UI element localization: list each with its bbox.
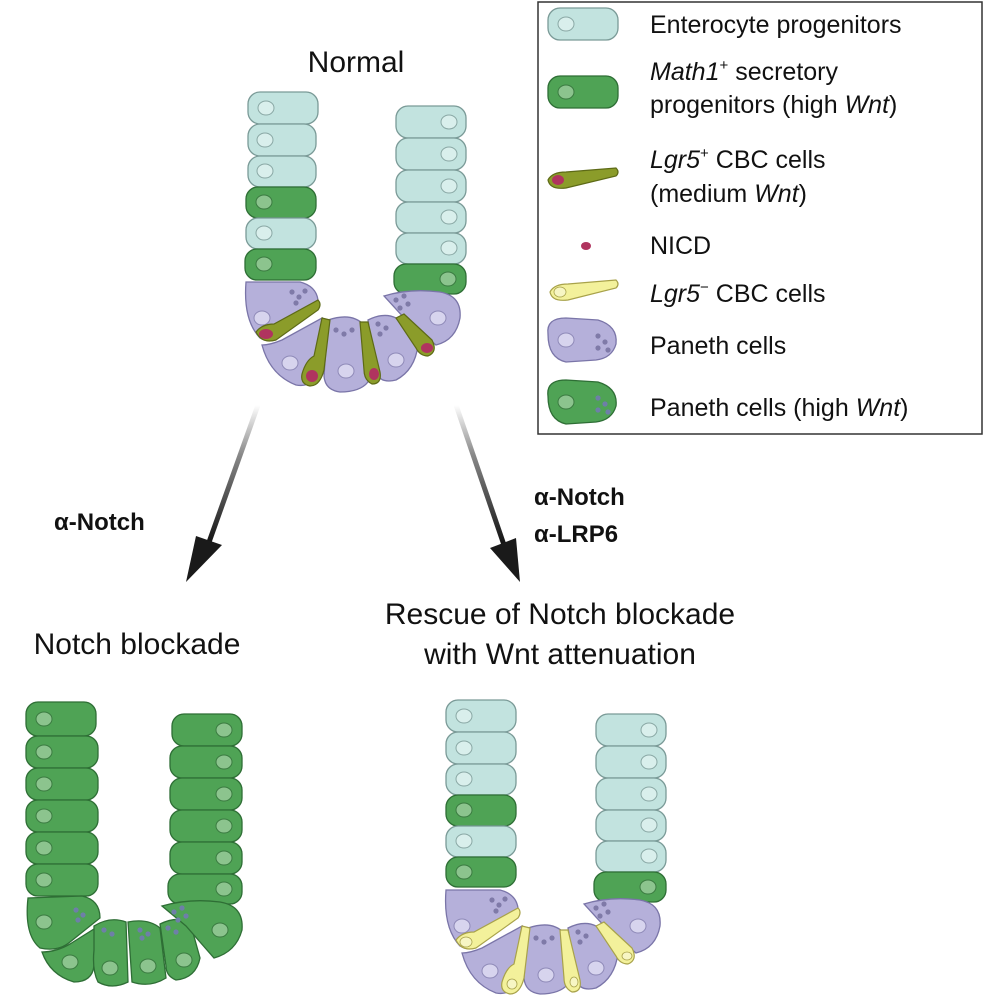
enterocyte-progenitor-cell <box>445 699 517 733</box>
paneth-cell-high-wnt <box>92 919 129 987</box>
legend-label-lgr5-positive-line1: Lgr5+ CBC cells <box>650 145 826 174</box>
enterocyte-progenitor-cell <box>595 777 667 811</box>
legend-box <box>537 1 983 435</box>
legend-label-math1-line1: Math1+ secretory <box>650 57 839 86</box>
enterocyte-progenitor-cell <box>247 123 317 157</box>
math1-secretory-progenitor-cell <box>167 873 243 905</box>
paneth-cell <box>323 316 369 393</box>
math1-secretory-progenitor-cell <box>445 856 517 888</box>
enterocyte-progenitor-cell <box>245 217 317 250</box>
lgr5-positive-cbc-cell <box>395 313 435 357</box>
crypt-rescue <box>444 699 667 995</box>
legend-label-lgr5-positive-line2: (medium Wnt) <box>650 180 807 208</box>
legend-label-nicd: NICD <box>650 232 711 260</box>
arrow-to-notch-blockade <box>186 404 261 582</box>
treatment-anti-notch-left: α-Notch <box>54 509 145 536</box>
rescue-title-line1: Rescue of Notch blockade <box>385 598 735 631</box>
normal-title: Normal <box>308 46 405 79</box>
legend-label-lgr5-negative: Lgr5− CBC cells <box>650 279 826 308</box>
math1-secretory-progenitor-cell <box>25 735 99 769</box>
math1-secretory-progenitor-cell <box>25 767 99 801</box>
math1-secretory-progenitor-cell <box>169 841 243 875</box>
enterocyte-progenitor-cell <box>595 713 667 747</box>
arrow-to-rescue <box>453 404 520 582</box>
math1-secretory-progenitor-cell <box>25 863 99 897</box>
legend: Enterocyte progenitors Math1+ secretory … <box>537 1 983 435</box>
math1-secretory-progenitor-cell <box>245 186 317 219</box>
lgr5-negative-cbc-cell <box>559 929 581 993</box>
paneth-cell-high-wnt <box>127 920 167 985</box>
enterocyte-progenitor-cell <box>395 137 467 171</box>
legend-label-paneth: Paneth cells <box>650 332 786 360</box>
paneth-cell <box>582 898 661 954</box>
legend-swatch-lgr5-negative <box>549 279 619 301</box>
legend-swatch-nicd <box>581 242 591 250</box>
lgr5-positive-cbc-cell <box>301 317 331 387</box>
math1-secretory-progenitor-cell <box>445 794 517 827</box>
legend-swatch-lgr5-positive <box>547 167 619 189</box>
legend-swatch-math1 <box>547 75 619 109</box>
paneth-cell <box>382 290 461 346</box>
paneth-cell-high-wnt <box>160 900 243 959</box>
legend-label-enterocyte: Enterocyte progenitors <box>650 11 902 39</box>
enterocyte-progenitor-cell <box>395 201 467 234</box>
math1-secretory-progenitor-cell <box>25 701 97 737</box>
enterocyte-progenitor-cell <box>247 91 319 125</box>
enterocyte-progenitor-cell <box>445 825 517 858</box>
crypt-notch-blockade <box>25 701 243 987</box>
math1-secretory-progenitor-cell <box>244 248 317 281</box>
crypt-normal <box>244 91 467 393</box>
math1-secretory-progenitor-cell <box>169 777 243 811</box>
rescue-title-line2: with Wnt attenuation <box>423 638 696 671</box>
paneth-cell <box>523 924 569 995</box>
lgr5-negative-cbc-cell <box>501 925 531 995</box>
lgr5-positive-cbc-cell <box>255 299 321 342</box>
math1-secretory-progenitor-cell <box>593 871 667 903</box>
legend-swatch-paneth <box>547 317 617 363</box>
paneth-cell-high-wnt <box>41 922 103 983</box>
math1-secretory-progenitor-cell <box>393 263 467 295</box>
treatment-anti-lrp6: α-LRP6 <box>534 521 618 548</box>
legend-label-math1-line2: progenitors (high Wnt) <box>650 91 897 119</box>
math1-secretory-progenitor-cell <box>171 713 243 747</box>
enterocyte-progenitor-cell <box>395 169 467 203</box>
paneth-cell-high-wnt <box>26 895 101 950</box>
paneth-cell-high-wnt <box>159 918 201 981</box>
enterocyte-progenitor-cell <box>445 731 517 765</box>
math1-secretory-progenitor-cell <box>169 745 243 779</box>
enterocyte-progenitor-cell <box>247 155 317 188</box>
lgr5-negative-cbc-cell <box>455 907 521 950</box>
math1-secretory-progenitor-cell <box>25 831 99 865</box>
lgr5-negative-cbc-cell <box>595 921 635 965</box>
enterocyte-progenitor-cell <box>395 232 467 265</box>
enterocyte-progenitor-cell <box>595 809 667 842</box>
notch-blockade-title: Notch blockade <box>34 628 241 661</box>
lgr5-positive-cbc-cell <box>359 321 381 385</box>
math1-secretory-progenitor-cell <box>169 809 243 843</box>
enterocyte-progenitor-cell <box>395 105 467 139</box>
legend-label-paneth-high-wnt: Paneth cells (high Wnt) <box>650 394 908 422</box>
enterocyte-progenitor-cell <box>595 745 667 779</box>
legend-swatch-enterocyte <box>547 7 619 41</box>
math1-secretory-progenitor-cell <box>25 799 99 833</box>
enterocyte-progenitor-cell <box>445 763 517 796</box>
enterocyte-progenitor-cell <box>595 840 667 873</box>
treatment-anti-notch-right: α-Notch <box>534 484 625 511</box>
legend-swatch-paneth-high-wnt <box>547 379 617 425</box>
